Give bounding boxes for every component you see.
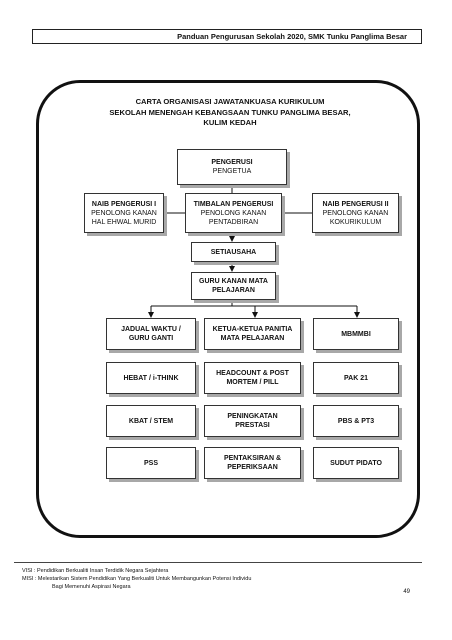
jadual-line2: GURU GANTI [128, 335, 174, 342]
pentaksiran-line1: PENTAKSIRAN & [223, 455, 282, 462]
gkmp-line2: PELAJARAN [212, 287, 255, 294]
mbmmbi-line1: MBMMBI [341, 330, 371, 338]
peningkatan-line2: PRESTASI [235, 422, 270, 429]
pengerusi-sub: PENGETUA [212, 168, 252, 175]
footer-divider [14, 562, 422, 563]
box-naib-pengerusi-2: NAIB PENGERUSI II PENOLONG KANAN KOKURIK… [312, 193, 399, 233]
page-number: 49 [403, 589, 410, 595]
chart-frame [36, 80, 420, 538]
box-ketua-panitia: KETUA-KETUA PANITIA MATA PELAJARAN [204, 318, 301, 350]
pentaksiran-line2: PEPERIKSAAN [227, 464, 278, 471]
naib2-sub2: KOKURIKULUM [329, 218, 382, 226]
box-pak21: PAK 21 [313, 362, 399, 394]
title-line-3: KULIM KEDAH [203, 118, 257, 127]
box-peningkatan-prestasi: PENINGKATAN PRESTASI [204, 405, 301, 437]
gkmp-line1: GURU KANAN MATA [199, 278, 268, 285]
jadual-line1: JADUAL WAKTU / [121, 326, 181, 333]
box-hebat-ithink: HEBAT / i-THINK [106, 362, 196, 394]
naib1-title: NAIB PENGERUSI I [91, 200, 157, 208]
page-header: Panduan Pengurusan Sekolah 2020, SMK Tun… [32, 29, 422, 44]
header-text: Panduan Pengurusan Sekolah 2020, SMK Tun… [177, 32, 407, 41]
pbs-line1: PBS & PT3 [337, 417, 375, 425]
box-jadual-waktu: JADUAL WAKTU / GURU GANTI [106, 318, 196, 350]
box-mbmmbi: MBMMBI [313, 318, 399, 350]
footer: VISI : Pendidikan Berkualiti Insan Terdi… [22, 567, 402, 591]
pengerusi-title: PENGERUSI [211, 159, 253, 166]
box-pss: PSS [106, 447, 196, 479]
box-guru-kanan-mata-pelajaran: GURU KANAN MATA PELAJARAN [191, 272, 276, 300]
box-kbat-stem: KBAT / STEM [106, 405, 196, 437]
kbat-line1: KBAT / STEM [128, 417, 174, 425]
box-sudut-pidato: SUDUT PIDATO [313, 447, 399, 479]
ketua-line1: KETUA-KETUA PANITIA [212, 326, 293, 333]
title-line-1: CARTA ORGANISASI JAWATANKUASA KURIKULUM [135, 97, 325, 106]
naib2-sub1: PENOLONG KANAN [322, 209, 389, 217]
timbalan-sub2: PENTADBIRAN [208, 218, 259, 226]
naib2-title: NAIB PENGERUSI II [322, 200, 389, 208]
chart-title: CARTA ORGANISASI JAWATANKUASA KURIKULUM … [80, 97, 380, 129]
naib1-sub2: HAL EHWAL MURID [91, 218, 157, 226]
setiausaha-title: SETIAUSAHA [210, 248, 257, 256]
ketua-line2: MATA PELAJARAN [220, 335, 285, 342]
headcount-line2: MORTEM / PILL [226, 379, 279, 386]
pss-line1: PSS [143, 459, 158, 467]
peningkatan-line1: PENINGKATAN [227, 413, 278, 420]
headcount-line1: HEADCOUNT & POST [216, 370, 289, 377]
hebat-line1: HEBAT / i-THINK [123, 374, 179, 382]
box-headcount: HEADCOUNT & POST MORTEM / PILL [204, 362, 301, 394]
box-pengerusi: PENGERUSI PENGETUA [177, 149, 287, 185]
timbalan-sub1: PENOLONG KANAN [200, 209, 267, 217]
footer-misi-cont: Bagi Memenuhi Aspirasi Negara [52, 584, 131, 590]
box-setiausaha: SETIAUSAHA [191, 242, 276, 262]
box-naib-pengerusi-1: NAIB PENGERUSI I PENOLONG KANAN HAL EHWA… [84, 193, 164, 233]
title-line-2: SEKOLAH MENENGAH KEBANGSAAN TUNKU PANGLI… [109, 107, 351, 117]
pak21-line1: PAK 21 [344, 374, 368, 382]
box-pbs-pt3: PBS & PT3 [313, 405, 399, 437]
box-pentaksiran: PENTAKSIRAN & PEPERIKSAAN [204, 447, 301, 479]
footer-visi: VISI : Pendidikan Berkualiti Insan Terdi… [22, 568, 169, 574]
box-timbalan-pengerusi: TIMBALAN PENGERUSI PENOLONG KANAN PENTAD… [185, 193, 282, 233]
footer-misi: MISI : Melestarikan Sistem Pendidikan Ya… [22, 576, 252, 582]
timbalan-title: TIMBALAN PENGERUSI [193, 200, 274, 208]
sudut-line1: SUDUT PIDATO [330, 459, 382, 467]
naib1-sub1: PENOLONG KANAN [91, 209, 157, 217]
